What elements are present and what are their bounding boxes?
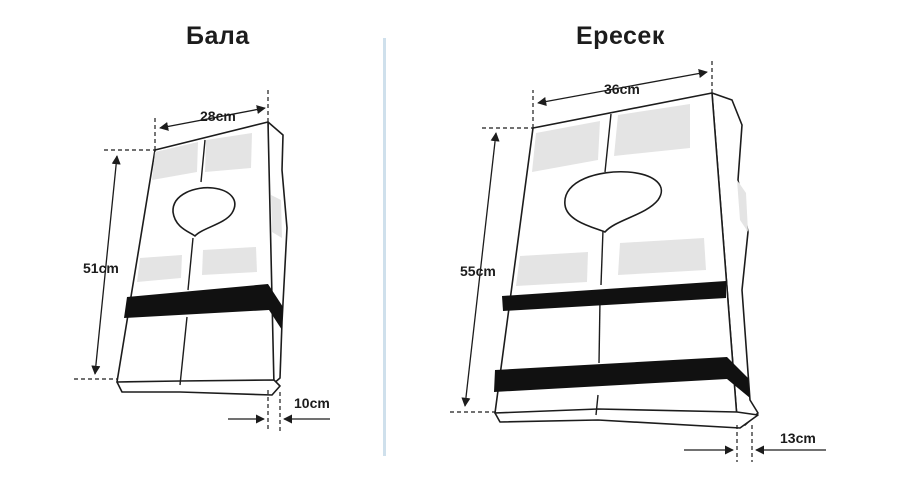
child-neck-hole <box>172 186 236 237</box>
adult-thickness-label: 13cm <box>780 430 816 446</box>
adult-title: Ересек <box>576 22 665 50</box>
child-height-label: 51cm <box>83 260 119 276</box>
adult-panel-mid-right <box>618 238 706 275</box>
child-panel-mid-right <box>202 247 257 275</box>
adult-neck-hole <box>564 170 663 233</box>
child-title: Бала <box>186 22 250 50</box>
child-thickness-label: 10cm <box>294 395 330 411</box>
child-panel-top-right <box>205 133 252 172</box>
child-life-vest <box>116 121 288 396</box>
child-panel-side <box>271 195 282 238</box>
child-vest-bottom <box>116 379 281 396</box>
adult-strap-upper <box>502 281 726 311</box>
adult-panel-side <box>737 180 748 232</box>
child-panel-mid-left <box>137 255 182 282</box>
child-panel-top-left <box>152 142 198 180</box>
adult-panel-mid-left <box>516 252 588 286</box>
center-divider <box>383 38 386 456</box>
child-strap <box>124 284 283 330</box>
adult-life-vest <box>494 92 759 429</box>
adult-height-label: 55cm <box>460 263 496 279</box>
adult-strap-lower <box>494 357 750 398</box>
child-width-label: 28cm <box>200 108 236 124</box>
adult-dimensions: 36cm 55cm 13cm <box>450 58 826 462</box>
adult-panel-top-right <box>614 104 690 156</box>
child-dimensions: 28cm 51cm 10cm <box>74 90 330 432</box>
adult-width-label: 36cm <box>604 81 640 97</box>
adult-vest-bottom <box>494 408 759 429</box>
adult-panel-top-left <box>532 121 600 172</box>
